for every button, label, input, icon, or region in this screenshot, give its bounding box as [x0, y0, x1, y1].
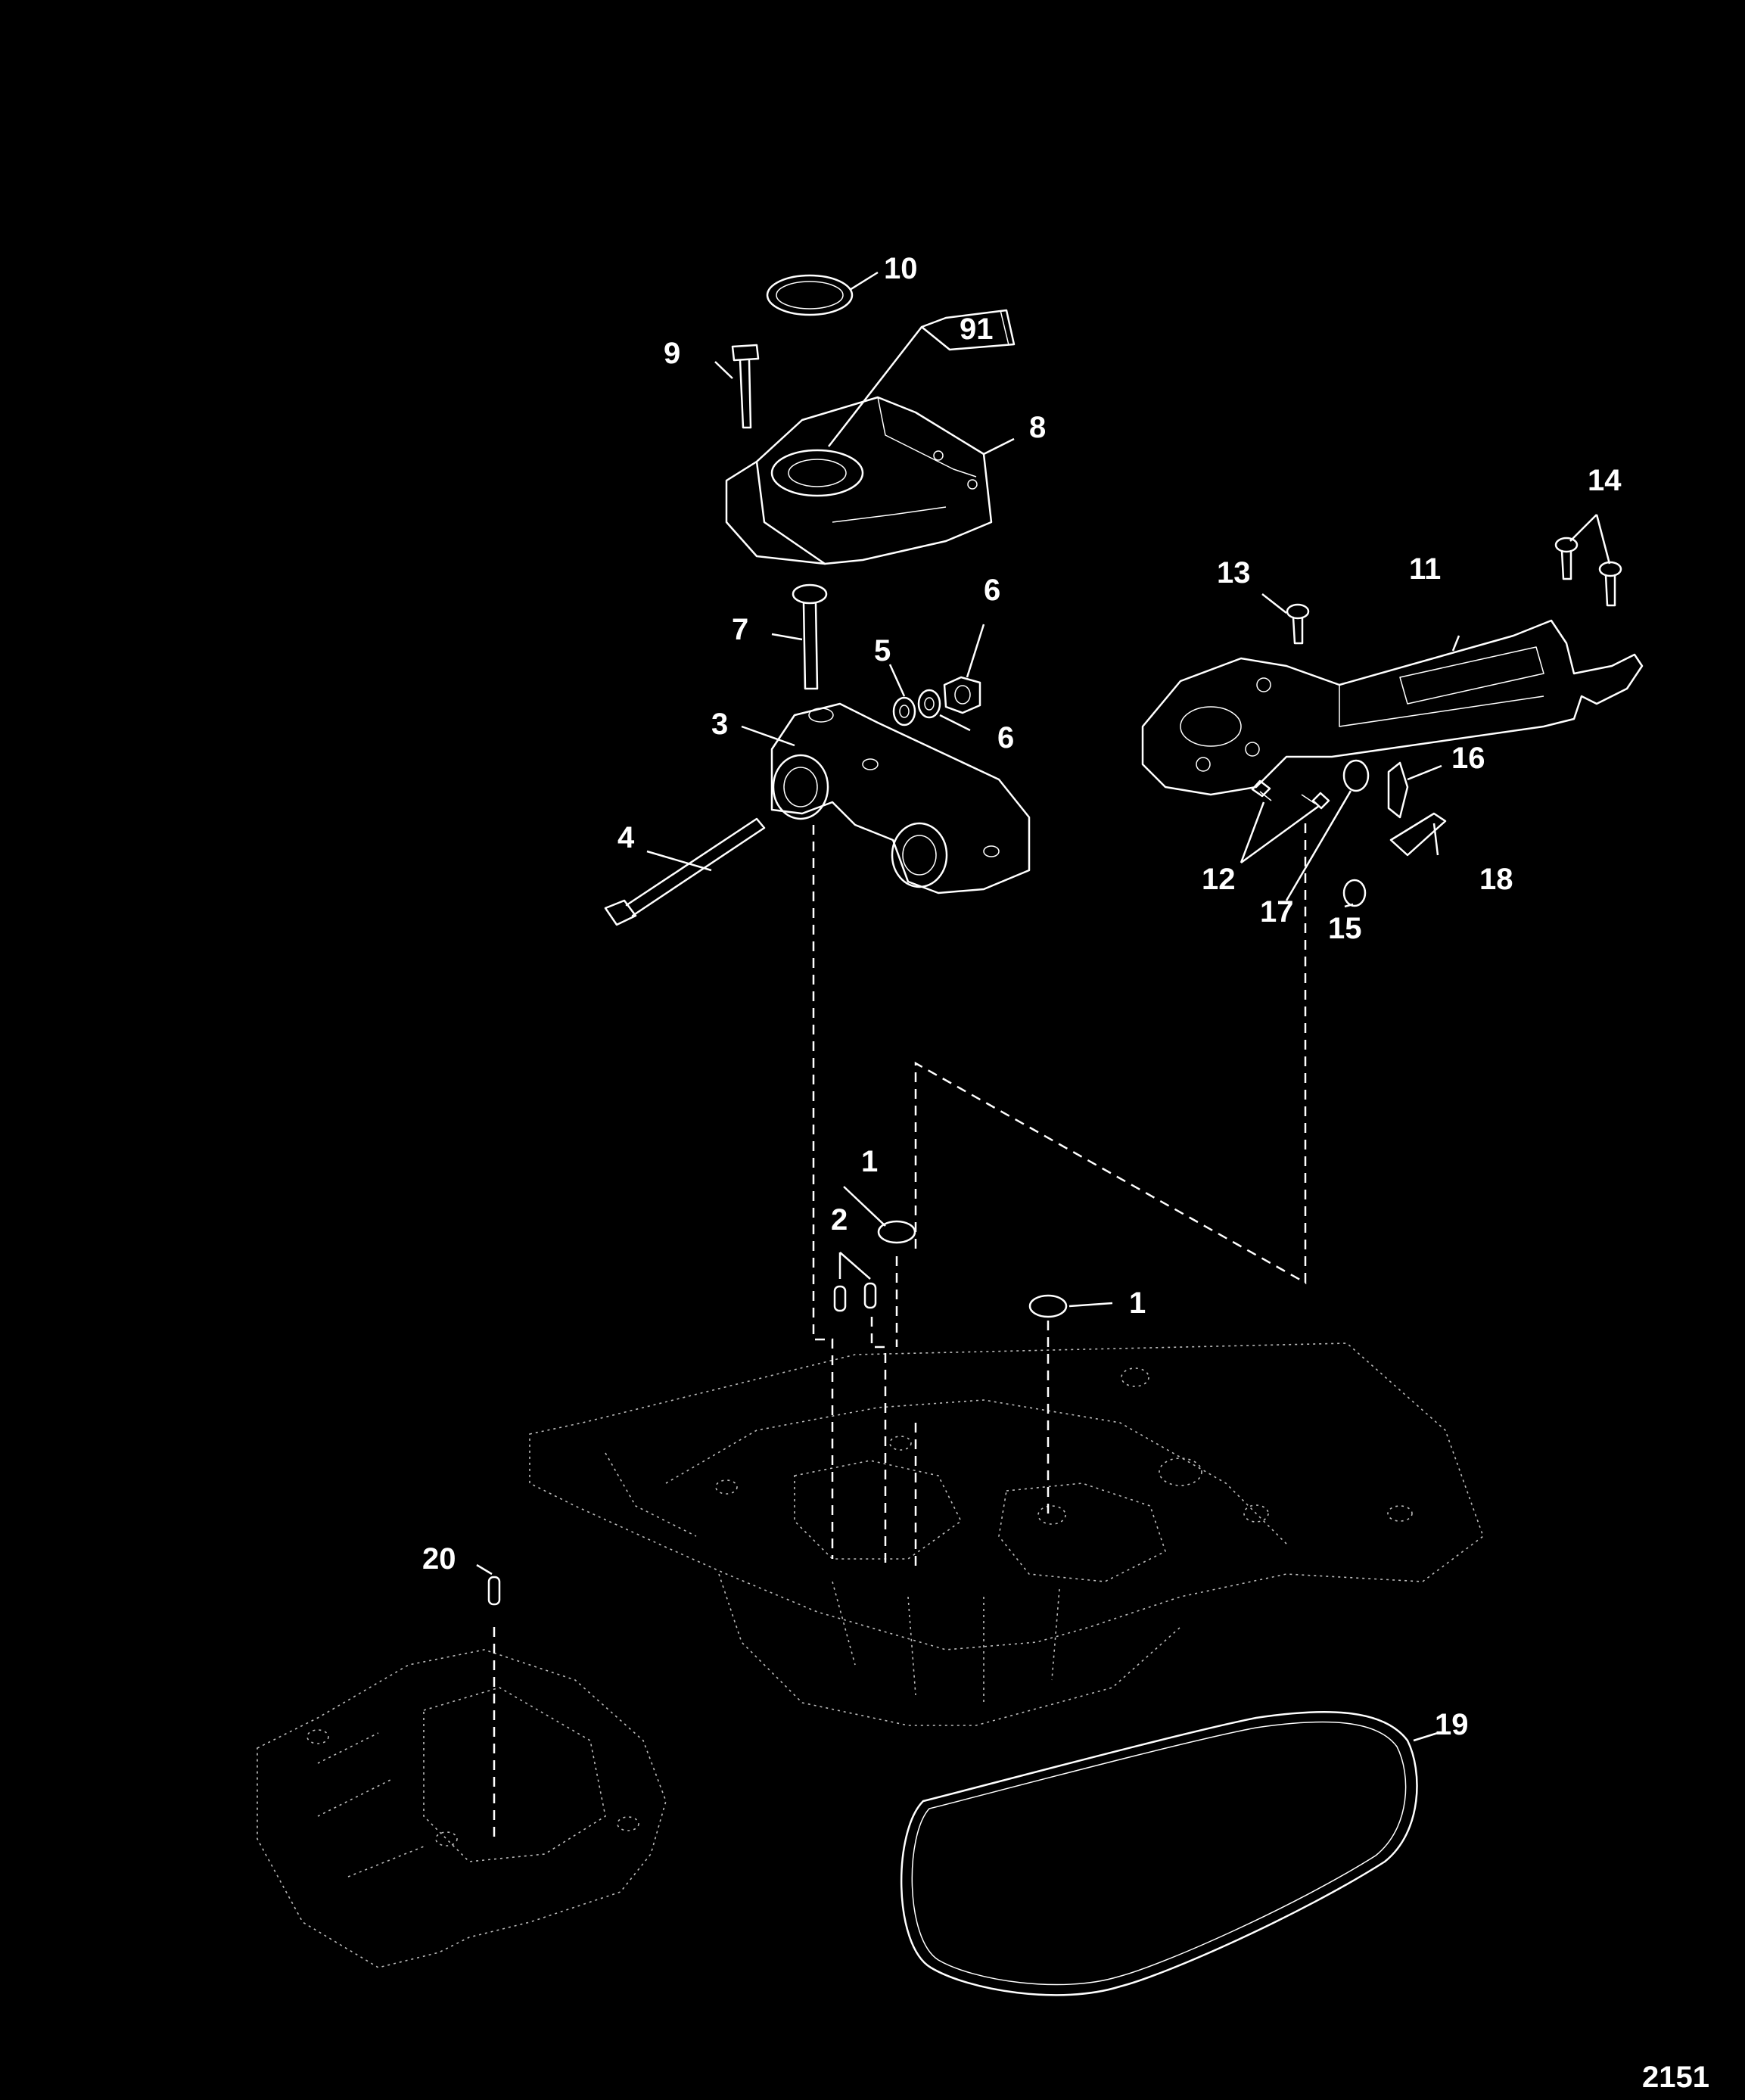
screw-14c [1598, 561, 1622, 607]
alignment-lines [493, 817, 1307, 1839]
bolt-8 [792, 583, 828, 690]
screw-13a [1251, 779, 1272, 801]
callout-10: 9 [664, 337, 680, 370]
callout-1-top: 1 [861, 1145, 878, 1178]
bushing-15 [1342, 879, 1367, 907]
sealant-tube-label: 91 [960, 313, 994, 346]
dowel-2a [833, 1285, 847, 1312]
washer-5 [892, 696, 916, 726]
callout-19: 19 [1435, 1708, 1469, 1741]
callout-6: 6 [997, 721, 1014, 754]
callout-4: 4 [617, 821, 635, 854]
bracket-3 [770, 702, 1031, 894]
callout-9: 8 [1029, 411, 1046, 444]
bolt-10 [731, 344, 760, 429]
clip-18 [1389, 812, 1447, 857]
callout-1-right: 1 [1129, 1286, 1146, 1320]
arm-12 [1141, 619, 1644, 796]
callout-14-left: 13 [1217, 556, 1251, 590]
driveshaft-housing-partial [257, 1649, 667, 1968]
callout-11: 10 [884, 252, 918, 285]
sealant-tube: 91 [920, 309, 1016, 351]
leader-lines [476, 271, 1611, 1742]
callout-2: 2 [831, 1203, 848, 1237]
screw-13b [1301, 792, 1330, 810]
callout-5: 5 [874, 634, 891, 667]
o-ring-1b [1028, 1294, 1068, 1318]
adapter-plate [529, 1342, 1484, 1726]
callout-13: 12 [1202, 863, 1236, 896]
callout-14-right: 14 [1588, 464, 1622, 497]
callout-labels: 10 9 8 7 6 5 6 3 4 13 14 11 16 12 18 17 … [422, 252, 1622, 1741]
callout-8: 7 [732, 613, 748, 646]
callout-20: 20 [422, 1542, 456, 1576]
callout-7: 6 [984, 574, 1000, 607]
bushing-17 [1342, 759, 1370, 792]
seal-ring-19 [900, 1710, 1418, 1996]
dowel-20 [487, 1576, 501, 1606]
callout-15: 15 [1328, 912, 1362, 945]
callout-12: 11 [1409, 552, 1441, 586]
washer-6 [917, 689, 941, 719]
callout-16: 16 [1451, 742, 1485, 775]
cover-9 [725, 396, 993, 565]
ring-11 [766, 274, 854, 316]
dowel-2b [863, 1282, 877, 1309]
callout-17: 17 [1260, 895, 1294, 929]
bolt-4 [604, 817, 766, 926]
screw-14a [1286, 603, 1310, 645]
figure-number: 2151 [1642, 2061, 1709, 2094]
clip-16 [1387, 761, 1409, 819]
callout-18: 18 [1479, 863, 1513, 896]
callout-3: 3 [711, 708, 728, 741]
screw-14b [1554, 537, 1579, 580]
nut-7 [943, 676, 981, 714]
